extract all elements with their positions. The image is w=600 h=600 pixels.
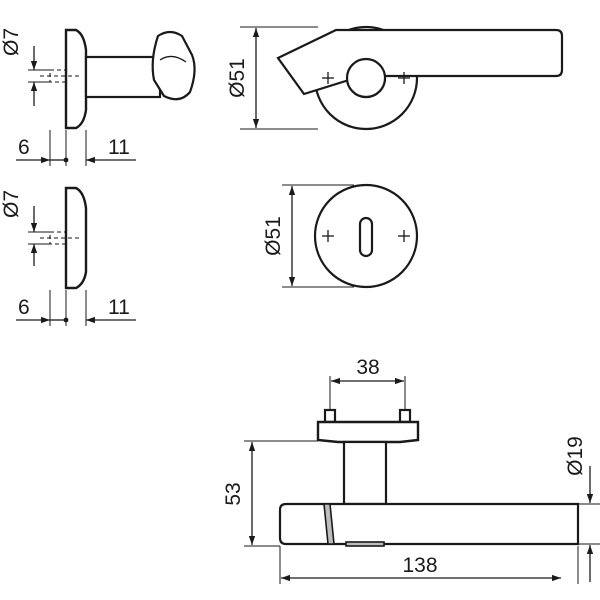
rose-plate-top [316,420,420,444]
side-view-handle: Ø7 6 11 [0,28,196,166]
dim-top-side-left: 6 [18,136,30,159]
front-view-key-rose: Ø51 [262,183,419,289]
side-view-key-rose: Ø7 6 11 [0,186,136,326]
dim-bar-dia: Ø19 [564,436,587,476]
dim-key-rose-dia: Ø51 [262,216,285,256]
screw-cross [322,230,410,242]
dim-top-side-right: 11 [108,136,130,159]
lever-front [276,28,564,96]
handle-grip-side [151,30,196,101]
front-view-handle: Ø51 [226,25,564,131]
key-slot [358,216,374,258]
dim-top-side-dia: Ø7 [0,28,23,56]
top-view-handle: 38 53 Ø19 138 [222,356,600,584]
screw-right [398,408,412,424]
handle-neck-side [84,55,162,99]
dim-mid-side-left: 6 [18,296,30,319]
dim-mid-side-dia: Ø7 [0,190,23,218]
grip-groove [323,503,335,545]
screw-left [323,408,337,424]
dim-length: 138 [402,554,437,577]
dim-height: 53 [222,482,245,505]
rose-plate-side [64,28,88,130]
dim-mid-side-right: 11 [108,296,130,319]
screw-cross [322,72,410,84]
dim-handle-rose-dia: Ø51 [226,58,249,98]
dim-screw-spacing: 38 [356,356,379,379]
neck-top [342,440,388,506]
lever-bar-top [278,502,580,546]
